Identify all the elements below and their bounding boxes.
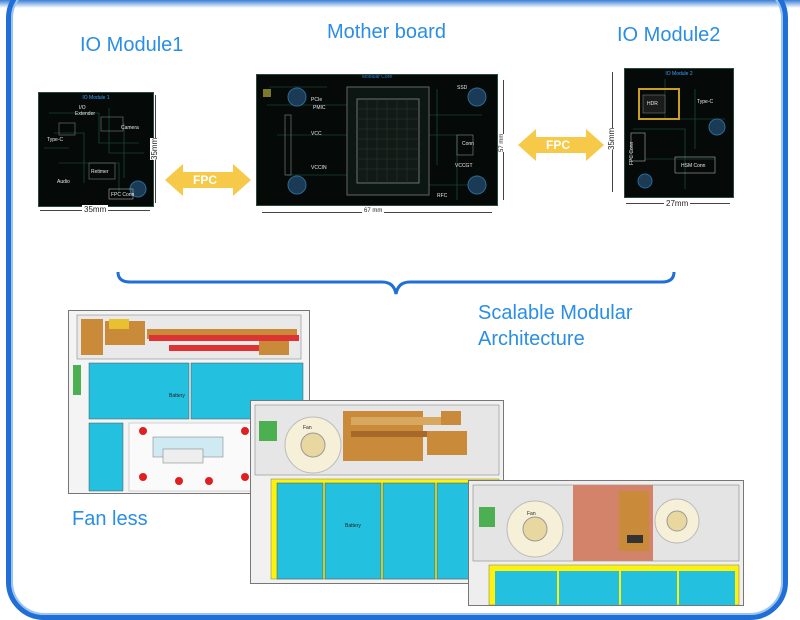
mb-part-pcie: PCIe	[311, 97, 323, 103]
mb-height-dim: 57 mm	[499, 133, 505, 152]
motherboard-board-header: Modular Core	[361, 74, 393, 80]
io1-part-audio: Audio	[57, 179, 70, 185]
mb-part-conn: Conn	[462, 141, 474, 147]
mb-part-vccgt: VCCGT	[455, 163, 473, 169]
single-fan-layout: Fan Battery	[250, 400, 504, 584]
io1-height-dim: 35mm	[150, 137, 159, 160]
architecture-label-line2: Architecture	[478, 328, 585, 350]
fpc-arrow-right	[518, 129, 604, 161]
io1-width-dim: 35mm	[82, 205, 109, 214]
io1-part-retimer: Retimer	[91, 169, 109, 175]
io-module1-board: IO Module 1 I/O Extender Type-C Camera A…	[38, 92, 154, 207]
io2-part-hsm-conn: HSM Conn	[681, 163, 706, 169]
fpc-label-left: FPC	[193, 173, 217, 187]
mb-part-vccin: VCCIN	[311, 165, 327, 171]
io1-part-io: I/O	[79, 105, 86, 111]
architecture-label-line1: Scalable Modular	[478, 302, 633, 324]
io-module1-traces	[44, 108, 147, 200]
mother-board-title: Mother board	[327, 21, 446, 43]
io2-part-hdr: HDR	[647, 101, 658, 107]
io2-part-typec: Type-C	[697, 99, 714, 105]
frame-top-shade	[0, 0, 800, 8]
io2-part-fpc-conn: FPC Conn	[629, 141, 635, 165]
single-fan-battery-label: Battery	[345, 523, 361, 529]
io1-part-typec: Type-C	[47, 137, 64, 143]
mb-part-pmic: PMIC	[313, 105, 326, 111]
single-fan-layout-drawing	[254, 404, 500, 580]
motherboard-traces	[263, 86, 487, 200]
dual-fan-layout: Fan	[468, 480, 744, 606]
io1-part-fpc-conn: FPC Conn	[111, 192, 135, 198]
io1-part-extender: Extender	[75, 111, 96, 117]
fpc-label-right: FPC	[546, 138, 570, 152]
grouping-brace	[116, 271, 676, 295]
io-module1-title: IO Module1	[80, 34, 184, 56]
dual-fan-fan-label: Fan	[527, 511, 536, 517]
fanless-label: Fan less	[72, 508, 148, 530]
dual-fan-layout-drawing	[472, 484, 740, 605]
io-module2-board-header: IO Module 2	[665, 71, 693, 77]
io2-width-dim: 27mm	[664, 199, 691, 208]
mb-part-ssd: SSD	[457, 85, 468, 91]
single-fan-fan-label: Fan	[303, 425, 312, 431]
io2-height-dim: 35mm	[607, 127, 616, 150]
fpc-arrow-left	[165, 164, 251, 196]
mb-part-rfc: RFC	[437, 193, 448, 199]
mb-part-vcc: VCC	[311, 131, 322, 137]
io1-part-camera: Camera	[121, 125, 139, 131]
io-module2-traces	[630, 79, 726, 189]
io-module2-board: IO Module 2 HDR Type-C FPC Conn HSM Conn	[624, 68, 734, 198]
io-module2-title: IO Module2	[617, 24, 721, 46]
fanless-battery-label: Battery	[169, 393, 185, 399]
motherboard-board: Modular Core SSD PCIe PMIC VCC VCCIN VCC…	[256, 74, 498, 206]
io-module1-board-header: IO Module 1	[82, 95, 110, 101]
mb-width-dim: 67 mm	[362, 208, 385, 214]
